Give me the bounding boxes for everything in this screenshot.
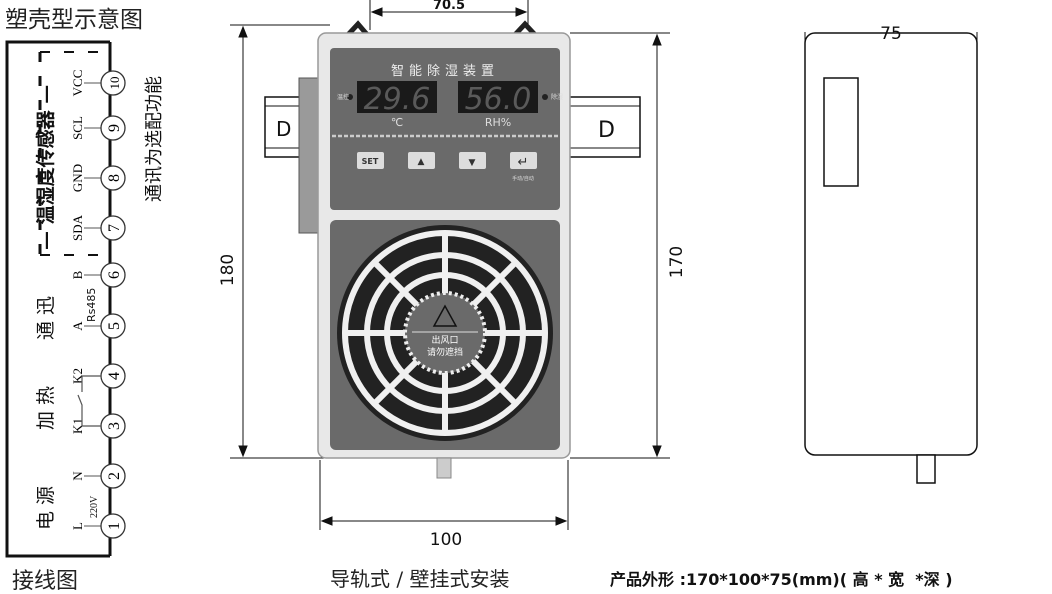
- terminal-10: 10 VCC: [70, 70, 126, 97]
- terminal-circle: [100, 115, 126, 141]
- enter-icon: ↵: [518, 155, 529, 170]
- device-front: 智能除湿装置 29.6 56.0 温控 除湿 ℃ RH% SET ▲ ▼ ↵ 手…: [298, 32, 571, 479]
- terminal-number: 9: [106, 124, 123, 132]
- terminal-label: GND: [70, 164, 85, 192]
- humidity-value: 56.0: [465, 82, 532, 117]
- terminal-label: N: [70, 471, 85, 481]
- terminal-circle: [100, 215, 126, 241]
- terminal-circle: [100, 313, 126, 339]
- temp-led: [347, 94, 353, 100]
- set-button-label: SET: [362, 157, 379, 166]
- right-led-label: 除湿: [551, 93, 563, 101]
- humidity-display: [458, 81, 538, 113]
- fan-grille: 出风口 请勿遮挡: [337, 225, 553, 441]
- relay-switch-top: [81, 375, 101, 392]
- terminal-number: 10: [107, 77, 122, 90]
- wiring-frame: [5, 40, 110, 558]
- optional-note: 通讯为选配功能: [144, 76, 165, 202]
- terminal-4: 4 K2: [70, 363, 126, 389]
- terminal-number: 4: [106, 372, 123, 380]
- terminal-circle: [100, 70, 126, 96]
- terminal-number: 1: [106, 522, 123, 530]
- terminal-number: 7: [106, 224, 123, 232]
- enter-caption: 手动/自动: [512, 175, 534, 182]
- dim-top: 70.5: [433, 0, 465, 13]
- left-led-label: 温控: [337, 93, 349, 101]
- terminal-circle: [100, 262, 126, 288]
- terminal-circle: [100, 463, 126, 489]
- rs485-label: Rs485: [85, 288, 98, 322]
- rail-mark-left: D: [276, 117, 291, 141]
- temp-value: 29.6: [364, 82, 431, 117]
- dim-depth: 75: [880, 24, 902, 44]
- drain-outlet: [436, 457, 452, 479]
- terminal-label: VCC: [70, 70, 85, 97]
- group-power: 电 源: [35, 486, 57, 530]
- humidity-unit: RH%: [485, 116, 511, 129]
- terminal-9: 9 SCL: [70, 115, 126, 141]
- fan-label-1: 出风口: [431, 334, 458, 346]
- sensor-group-label: — 温湿度传感器 —: [34, 85, 57, 250]
- warning-icon: [432, 304, 458, 327]
- side-terminal-block: [298, 77, 321, 234]
- humidity-led: [542, 94, 548, 100]
- terminal-label: K1: [70, 418, 85, 434]
- enter-button[interactable]: ↵: [510, 152, 537, 170]
- terminal-8: 8 GND: [70, 164, 126, 192]
- terminal-label: SCL: [70, 116, 85, 140]
- wiring-caption: 接线图: [12, 569, 78, 594]
- set-button[interactable]: SET: [357, 152, 384, 169]
- terminal-label: B: [70, 270, 85, 279]
- terminal-label: L: [70, 522, 85, 530]
- terminal-label: A: [70, 321, 85, 331]
- device-side-view: [804, 32, 978, 484]
- mount-type: 导轨式 / 壁挂式安装: [330, 567, 509, 591]
- terminal-number: 5: [106, 322, 123, 330]
- terminal-7: 7 SDA: [70, 214, 126, 241]
- temp-display: [357, 81, 437, 113]
- terminal-circle: [100, 513, 126, 539]
- product-size: 产品外形 :170*100*75(mm)( 高 * 宽 *深 ): [610, 570, 953, 589]
- up-button[interactable]: ▲: [408, 152, 435, 169]
- down-button[interactable]: ▼: [459, 152, 486, 169]
- terminal-number: 3: [106, 422, 123, 430]
- diagram-title: 塑壳型示意图: [5, 7, 143, 33]
- group-comm: 通 迅: [35, 296, 57, 340]
- terminal-5: 5A: [70, 313, 126, 339]
- rail-mark-right: D: [598, 118, 615, 143]
- relay-switch: [77, 394, 101, 427]
- terminal-label: K2: [70, 368, 85, 384]
- group-heating: 加 热: [35, 386, 57, 430]
- dim-width: 100: [430, 530, 462, 550]
- terminal-6: 6B: [70, 262, 126, 288]
- terminal-2: 2N: [70, 463, 126, 489]
- voltage-label: 220V: [89, 495, 100, 518]
- down-arrow-icon: ▼: [469, 158, 476, 168]
- terminal-number: 6: [106, 271, 123, 279]
- fan-label-2: 请勿遮挡: [427, 346, 463, 358]
- terminal-circle: [100, 165, 126, 191]
- terminal-number: 8: [106, 174, 123, 182]
- terminal-1: 1L: [70, 513, 126, 539]
- temp-unit: ℃: [391, 116, 403, 129]
- panel-title: 智能除湿装置: [391, 64, 499, 79]
- terminal-number: 2: [106, 472, 123, 480]
- dim-height-body: 170: [667, 246, 687, 278]
- terminal-label: SDA: [70, 214, 85, 241]
- dim-height-total: 180: [218, 254, 238, 286]
- up-arrow-icon: ▲: [418, 157, 425, 167]
